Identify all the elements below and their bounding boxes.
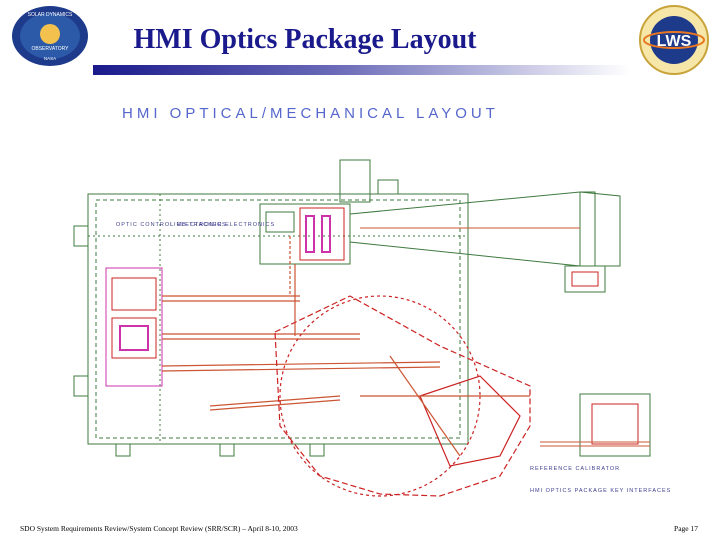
drawing-title: HMI OPTICAL/MECHANICAL LAYOUT [122, 105, 499, 122]
page-title: HMI Optics Package Layout [133, 24, 477, 55]
telescope-tube [349, 191, 621, 293]
side-fittings [73, 225, 325, 457]
lws-logo: LWS [636, 4, 712, 76]
label-key-interfaces: HMI OPTICS PACKAGE KEY INTERFACES [530, 488, 671, 494]
optical-paths [161, 236, 441, 411]
sdo-logo-bottom-text: NASA [44, 56, 56, 61]
upper-optics-block [259, 159, 399, 265]
lws-logo-text: LWS [657, 33, 692, 50]
sdo-logo-top-text: SOLAR DYNAMICS [28, 12, 73, 18]
label-reference-calibrator: REFERENCE CALIBRATOR [530, 466, 620, 472]
optics-layout-drawing: HMI OPTICAL/MECHANICAL LAYOUT [60, 96, 680, 506]
title-rule [93, 65, 631, 75]
mechanism-outline [274, 295, 531, 497]
page-number: Page 17 [674, 524, 698, 533]
label-control-electronics: OPTIC CONTROL ELECTRONICS [116, 222, 227, 228]
label-limb-tracker: LIMB TRACKER ELECTRONICS [170, 222, 275, 228]
right-subassembly [540, 393, 651, 457]
control-electronics-box [105, 267, 163, 387]
bench-outline [87, 193, 469, 445]
sdo-logo: SOLAR DYNAMICS OBSERVATORY NASA [8, 4, 92, 68]
footer-conference: SDO System Requirements Review/System Co… [20, 524, 298, 533]
sdo-logo-mid-text: OBSERVATORY [31, 46, 69, 52]
